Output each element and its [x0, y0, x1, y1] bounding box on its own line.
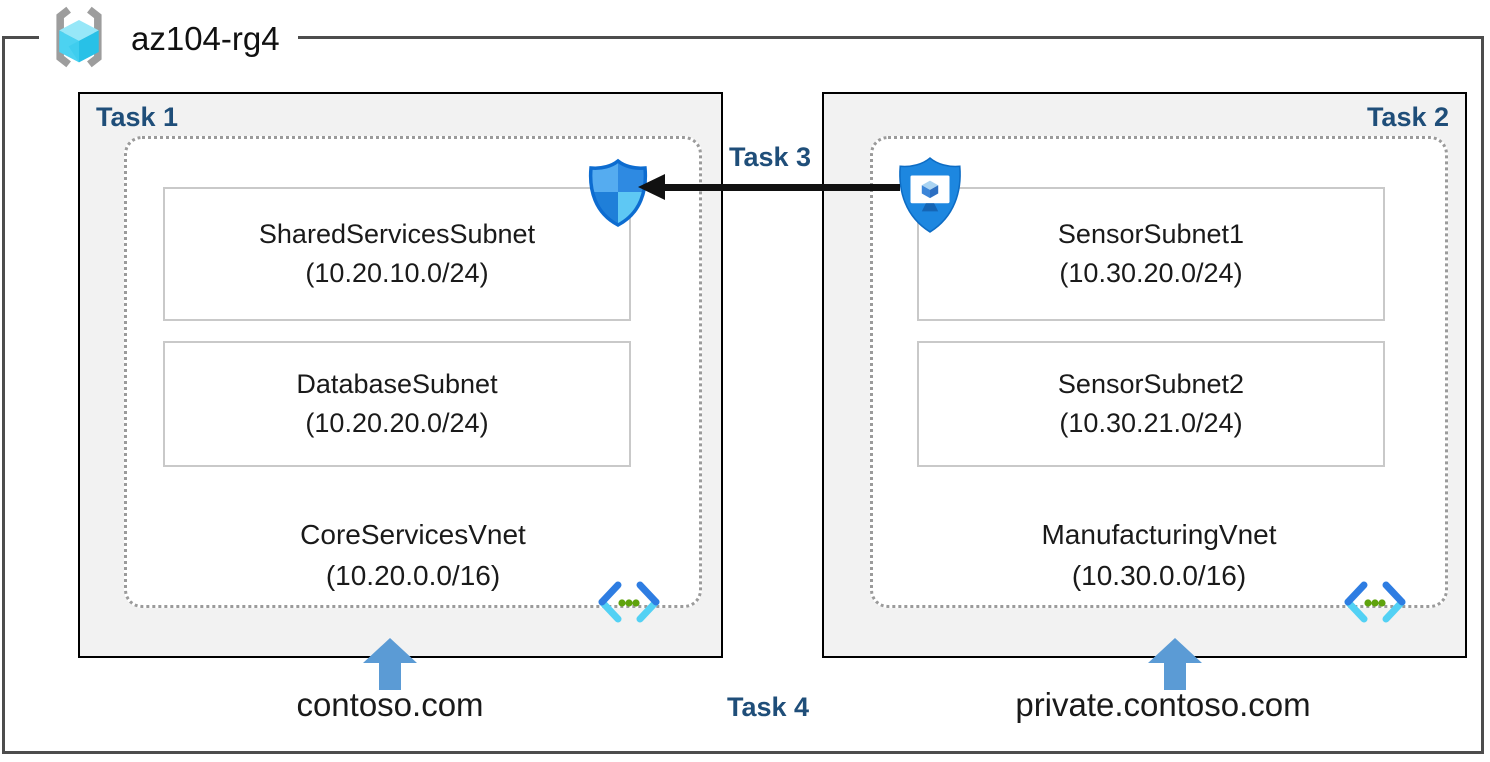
shared-services-subnet: SharedServicesSubnet (10.20.10.0/24) — [163, 187, 631, 321]
subnet-cidr: (10.30.20.0/24) — [1059, 258, 1243, 288]
subnet-name: DatabaseSubnet — [296, 368, 498, 399]
subnet-cidr: (10.20.20.0/24) — [305, 408, 489, 438]
subnet-name: SharedServicesSubnet — [258, 218, 536, 249]
sensor-subnet-2: SensorSubnet2 (10.30.21.0/24) — [917, 341, 1385, 467]
task1-box: Task 1 SharedServicesSubnet (10.20.10.0/… — [78, 92, 723, 658]
task1-label: Task 1 — [96, 102, 179, 132]
virtual-network-icon — [593, 578, 665, 631]
vnet-cidr: (10.20.0.0/16) — [325, 559, 501, 591]
resource-group-title: az104-rg4 — [131, 20, 280, 57]
dns-zone-label-private-contoso: private.contoso.com — [1015, 686, 1311, 723]
task4-label: Task 4 — [726, 692, 810, 722]
virtual-network-icon — [1339, 578, 1411, 631]
subnet-cidr: (10.30.21.0/24) — [1059, 408, 1243, 438]
shielded-vm-icon — [897, 156, 963, 239]
subnet-name: SensorSubnet1 — [1057, 218, 1245, 249]
core-services-vnet-boundary: SharedServicesSubnet (10.20.10.0/24) Dat… — [124, 136, 702, 623]
resource-group-frame: az104-rg4 — [2, 3, 1484, 754]
dns-zone-label-contoso: contoso.com — [296, 686, 484, 723]
peering-arrow-head-icon — [638, 174, 665, 200]
database-subnet: DatabaseSubnet (10.20.20.0/24) — [163, 341, 631, 467]
vnet-cidr: (10.30.0.0/16) — [1071, 559, 1247, 591]
subnet-name: SensorSubnet2 — [1057, 368, 1245, 399]
vnet-name: CoreServicesVnet — [300, 519, 526, 550]
task2-label: Task 2 — [1366, 102, 1449, 132]
manufacturing-vnet-label: ManufacturingVnet (10.30.0.0/16) — [873, 515, 1445, 596]
peering-arrow — [664, 184, 900, 191]
task2-box: Task 2 SensorSubnet1 (10.30.20.0/24) Sen… — [822, 92, 1467, 658]
subnet-cidr: (10.20.10.0/24) — [305, 258, 489, 288]
manufacturing-vnet-boundary: SensorSubnet1 (10.30.20.0/24) SensorSubn… — [870, 136, 1448, 623]
sensor-subnet-1: SensorSubnet1 (10.30.20.0/24) — [917, 187, 1385, 321]
task3-label: Task 3 — [728, 142, 812, 172]
dns-up-arrow-left — [362, 638, 418, 695]
core-services-vnet-label: CoreServicesVnet (10.20.0.0/16) — [127, 515, 699, 596]
dns-up-arrow-right — [1147, 638, 1203, 695]
resource-group-legend: az104-rg4 — [39, 3, 298, 75]
vnet-name: ManufacturingVnet — [1041, 519, 1277, 550]
resource-group-icon — [47, 4, 111, 75]
